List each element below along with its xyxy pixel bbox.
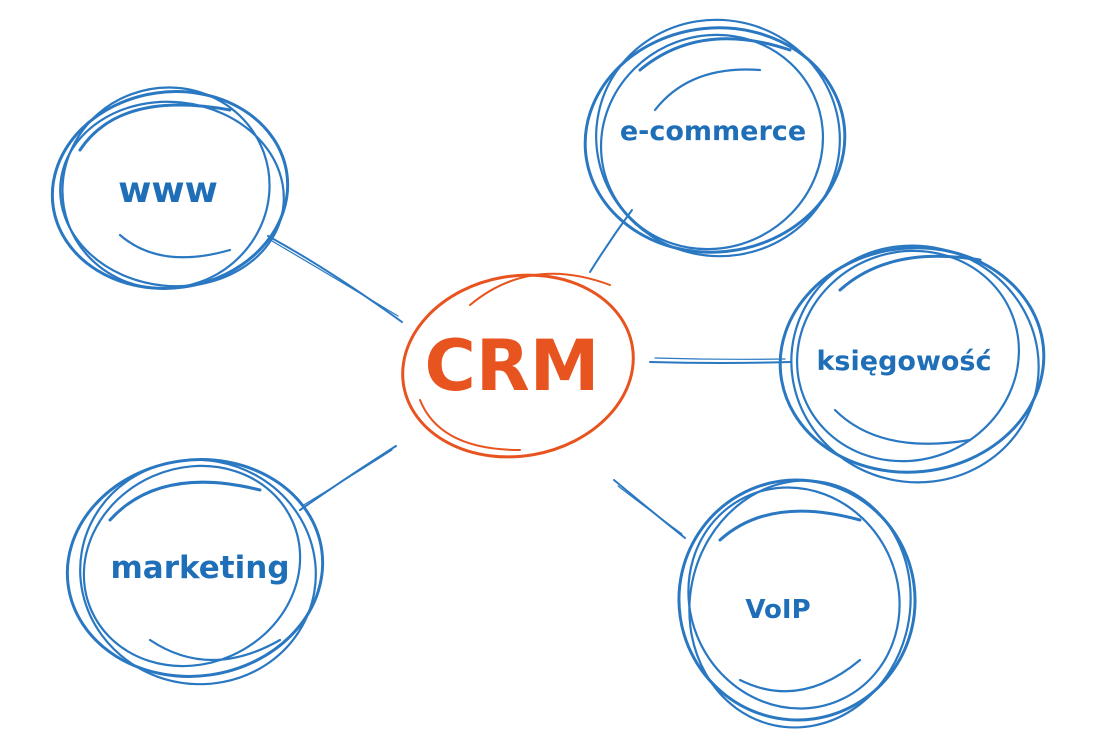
- node-label-ksiegowosc: księgowość: [816, 346, 991, 377]
- node-voip: VoIP: [677, 478, 917, 729]
- node-crm-center: CRM: [401, 272, 635, 459]
- connector-e-commerce: [589, 209, 633, 273]
- node-marketing: marketing: [65, 458, 325, 686]
- node-ksiegowosc: księgowość: [778, 244, 1046, 484]
- connector-ksiegowosc: [649, 361, 791, 364]
- connector-www: [267, 235, 403, 323]
- node-label-voip: VoIP: [745, 595, 810, 625]
- center-label-crm: CRM: [425, 325, 600, 407]
- node-www: www: [50, 86, 290, 290]
- connectors: [267, 209, 791, 539]
- connector-ksiegowosc-b: [654, 357, 786, 360]
- connector-www-b: [271, 240, 399, 317]
- connector-voip-b: [617, 485, 683, 535]
- node-label-www: www: [118, 170, 218, 211]
- node-e-commerce: e-commerce: [583, 18, 847, 258]
- node-label-e-commerce: e-commerce: [620, 116, 806, 147]
- node-label-marketing: marketing: [110, 550, 289, 586]
- connector-voip: [613, 479, 686, 539]
- connector-marketing-b: [301, 449, 393, 507]
